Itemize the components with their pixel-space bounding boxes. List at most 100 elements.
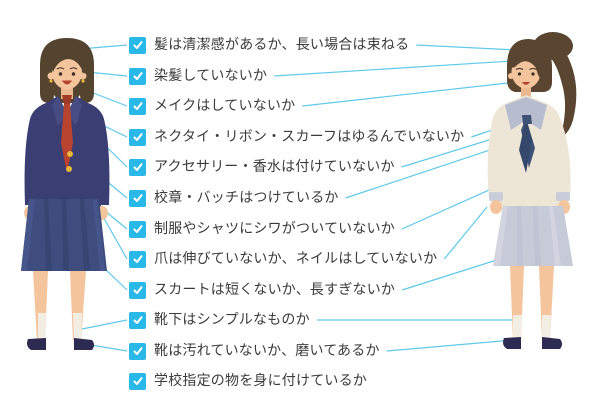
skirt-pleat — [493, 206, 508, 266]
checklist-item: 校章・バッチはつけているか — [129, 187, 339, 209]
right-student-eyebrow — [529, 67, 537, 71]
connector-line — [401, 257, 504, 291]
connector-line — [443, 206, 488, 260]
right-student-eye — [531, 72, 535, 76]
checkbox-checked[interactable] — [129, 342, 146, 360]
right-student-sock — [513, 315, 522, 339]
blazer-lapel — [52, 96, 67, 126]
blazer-button — [66, 166, 72, 172]
blazer-lapel — [67, 96, 82, 126]
left-student-face — [52, 54, 82, 90]
right-student-eyebrow — [515, 67, 524, 71]
right-student — [487, 32, 577, 349]
blazer-button — [67, 151, 73, 157]
checklist-item-label: 制服やシャツにシワがついていないか — [154, 221, 395, 237]
checklist-item: ネクタイ・リボン・スカーフはゆるんでいないか — [129, 126, 464, 148]
skirt-pleat — [517, 206, 523, 266]
left-student-mouth — [62, 80, 72, 85]
connector-line — [386, 339, 514, 352]
checklist-item: 学校指定の物を身に付けているか — [129, 370, 367, 392]
checkbox-checked[interactable] — [129, 67, 146, 85]
checkbox-checked[interactable] — [129, 250, 146, 268]
checkbox-checked[interactable] — [129, 36, 146, 54]
checklist-item-label: メイクはしていないか — [154, 98, 296, 114]
skirt-pleat — [93, 200, 105, 271]
sleeve-cuff — [556, 192, 570, 201]
check-icon — [133, 225, 142, 233]
left-student-eye — [71, 72, 76, 76]
right-student-mouth — [522, 82, 530, 85]
right-student-shoe — [503, 337, 521, 349]
left-student-illustration — [21, 38, 110, 350]
checkbox-checked[interactable] — [129, 189, 146, 207]
checkbox-checked[interactable] — [129, 220, 146, 238]
sleeve-cuff — [489, 192, 503, 201]
skirt-pleat — [549, 206, 561, 266]
left-student-shoe — [74, 338, 94, 350]
check-icon — [133, 102, 142, 110]
check-icon — [133, 377, 142, 385]
left-student-eyebrow — [69, 67, 78, 70]
skirt-pleat — [44, 199, 52, 271]
checklist-item: 染髪していないか — [129, 65, 267, 87]
right-student-shoe — [542, 337, 562, 349]
sailor-scarf — [519, 118, 532, 173]
left-student-bangs — [51, 44, 86, 74]
checkbox-checked[interactable] — [129, 97, 146, 115]
checklist-item: 制服やシャツにシワがついていないか — [129, 218, 395, 240]
sailor-scarf-knot — [522, 115, 532, 124]
checklist-item-label: 爪は伸びていないか、ネイルはしていないか — [154, 251, 438, 267]
checklist-item: 髪は清潔感があるか、長い場合は束ねる — [129, 34, 409, 56]
check-icon — [133, 72, 142, 80]
checklist-item-label: 学校指定の物を身に付けているか — [154, 373, 367, 389]
left-student-shoe — [27, 338, 46, 350]
check-icon — [133, 286, 142, 294]
check-icon — [133, 41, 142, 49]
skirt-pleat — [62, 199, 69, 271]
checklist-item-label: 髪は清潔感があるか、長い場合は束ねる — [154, 37, 410, 53]
earring-icon — [81, 79, 85, 83]
checklist-item-label: 校章・バッチはつけているか — [154, 190, 339, 206]
checkbox-checked[interactable] — [129, 128, 146, 146]
checkbox-checked[interactable] — [129, 281, 146, 299]
checklist-item: メイクはしていないか — [129, 95, 295, 117]
right-student-ponytail — [549, 48, 577, 138]
checklist-item-label: ネクタイ・リボン・スカーフはゆるんでいないか — [154, 129, 465, 145]
checklist-item: 靴は汚れていないか、磨いてあるか — [129, 340, 380, 362]
checkbox-checked[interactable] — [129, 158, 146, 176]
connector-line — [416, 44, 517, 51]
checklist-item: アクセサリー・香水は付けていないか — [129, 156, 395, 178]
necktie-knot — [62, 95, 72, 104]
check-icon — [133, 316, 142, 324]
checklist-item: 爪は伸びていないか、ネイルはしていないか — [129, 248, 437, 270]
left-student-sock — [73, 313, 82, 340]
checklist-item-label: アクセサリー・香水は付けていないか — [154, 159, 395, 175]
right-student-illustration — [487, 32, 577, 349]
left-student-eyebrow — [56, 67, 65, 70]
earring-icon — [49, 79, 53, 83]
right-student-eye — [517, 72, 522, 76]
checklist-item-label: 靴下はシンプルなものか — [154, 312, 310, 328]
checklist-item-label: 靴は汚れていないか、磨いてあるか — [154, 343, 380, 359]
checklist-item-label: 染髪していないか — [154, 68, 268, 84]
left-student — [21, 38, 110, 350]
left-student-eye — [58, 72, 63, 76]
connector-line — [274, 59, 529, 77]
sailor-collar — [505, 97, 547, 130]
checklist-item: 靴下はシンプルなものか — [129, 309, 310, 331]
right-student-hand — [490, 200, 502, 214]
right-student-sock — [542, 315, 551, 339]
checklist-item-label: スカートは短くないか、長すぎないか — [154, 282, 396, 298]
check-icon — [133, 194, 142, 202]
check-icon — [133, 347, 142, 355]
right-student-bangs — [510, 45, 549, 86]
connector-line — [81, 319, 128, 330]
check-icon — [133, 163, 142, 171]
checkbox-checked[interactable] — [129, 311, 146, 329]
checkbox-checked[interactable] — [129, 372, 146, 390]
check-icon — [133, 255, 142, 263]
connector-line — [302, 81, 518, 107]
checklist-item: スカートは短くないか、長すぎないか — [129, 279, 395, 301]
left-student-sock — [38, 313, 46, 340]
